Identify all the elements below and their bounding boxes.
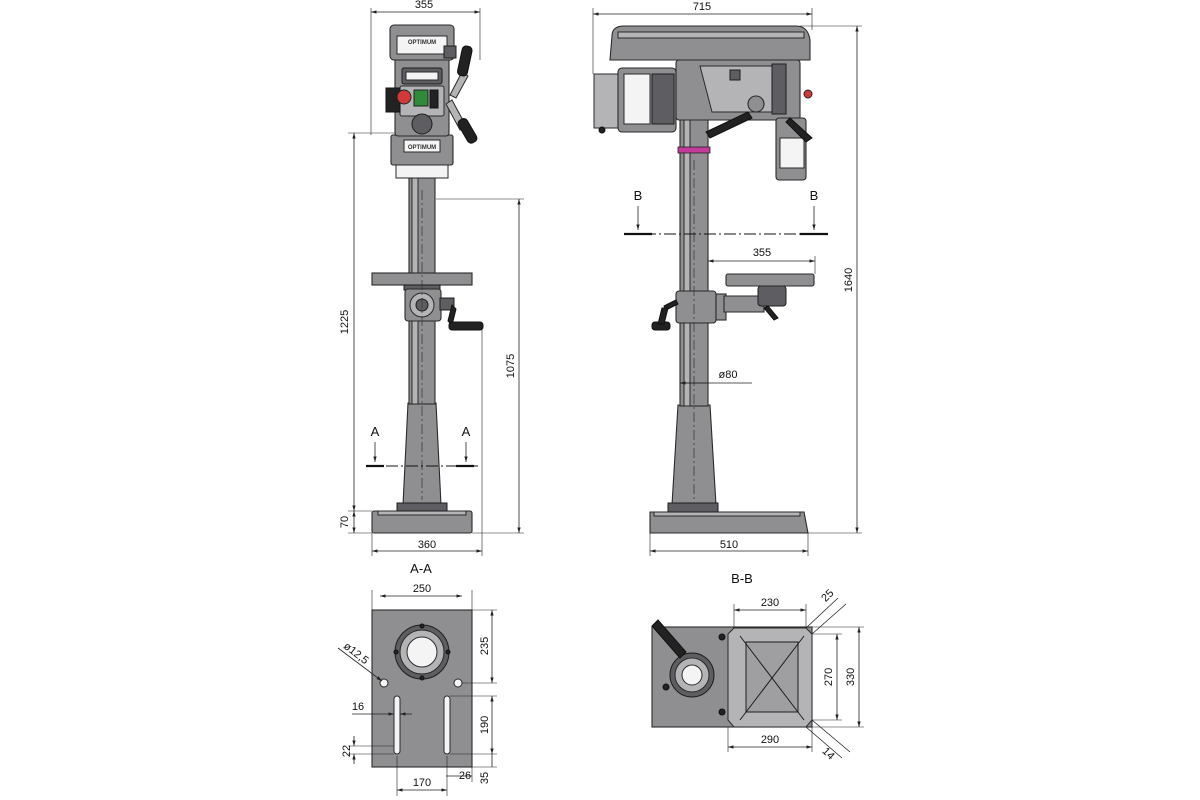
front-brand-upper: OPTIMUM [408, 40, 436, 46]
section-mark-b-left: B [634, 188, 643, 203]
section-mark-b-right: B [810, 188, 819, 203]
dim-bb-table-depth: 330 [845, 668, 857, 686]
side-table [725, 273, 815, 287]
dim-aa-slot-bottom: 22 [341, 745, 353, 757]
dim-aa-edge-offset: 26 [459, 770, 471, 782]
dim-bb-top-width: 230 [761, 597, 779, 609]
dim-base-depth: 510 [720, 539, 738, 551]
dim-column-height: 1075 [505, 354, 517, 378]
section-bb-title: B-B [731, 571, 753, 586]
dim-aa-slot-length: 190 [479, 716, 491, 734]
section-mark-a-left: A [371, 424, 380, 439]
dim-aa-slot-width: 16 [352, 701, 364, 713]
start-button [413, 89, 429, 107]
section-mark-a-right: A [462, 424, 471, 439]
dim-overall-depth: 715 [693, 1, 711, 13]
dim-aa-width: 250 [413, 583, 431, 595]
section-aa-slot-left [393, 695, 401, 755]
front-view: OPTIMUM OPTIMUM A A 355 [339, 0, 524, 556]
dim-column-diameter: ø80 [719, 369, 738, 381]
dim-head-width: 355 [415, 0, 433, 11]
section-aa-slot-right [443, 695, 451, 755]
front-brand-lower: OPTIMUM [408, 145, 436, 151]
dim-bb-bottom-width: 290 [761, 734, 779, 746]
section-aa: A-A 250 235 ø12,5 16 190 [337, 561, 497, 796]
dim-overall-height: 1640 [843, 268, 855, 292]
side-view: B B 715 1640 355 ø80 510 [592, 1, 862, 556]
dim-bb-corner-offset: 14 [820, 745, 837, 762]
dim-base-thickness: 70 [339, 516, 351, 528]
front-feed-handle [449, 71, 469, 99]
dim-aa-bottom-offset: 35 [479, 772, 491, 784]
dim-table-reach: 355 [753, 247, 771, 259]
side-base [649, 511, 809, 534]
dim-base-width: 360 [418, 539, 436, 551]
side-table-bracket [675, 290, 717, 324]
column-collar-band [677, 146, 711, 154]
section-bb: B-B 230 25 270 330 290 [651, 571, 864, 762]
front-column-foot [402, 402, 442, 506]
side-feed-handle [705, 111, 753, 139]
section-aa-title: A-A [410, 561, 432, 576]
section-bb-crank [651, 619, 687, 659]
dim-table-height: 1225 [339, 310, 351, 334]
dim-aa-top-offset: 235 [479, 637, 491, 655]
dim-bb-slot-span: 270 [823, 668, 835, 686]
side-top-cover [609, 25, 811, 61]
dim-aa-slot-spacing: 170 [413, 777, 431, 789]
side-motor-box [593, 73, 621, 129]
